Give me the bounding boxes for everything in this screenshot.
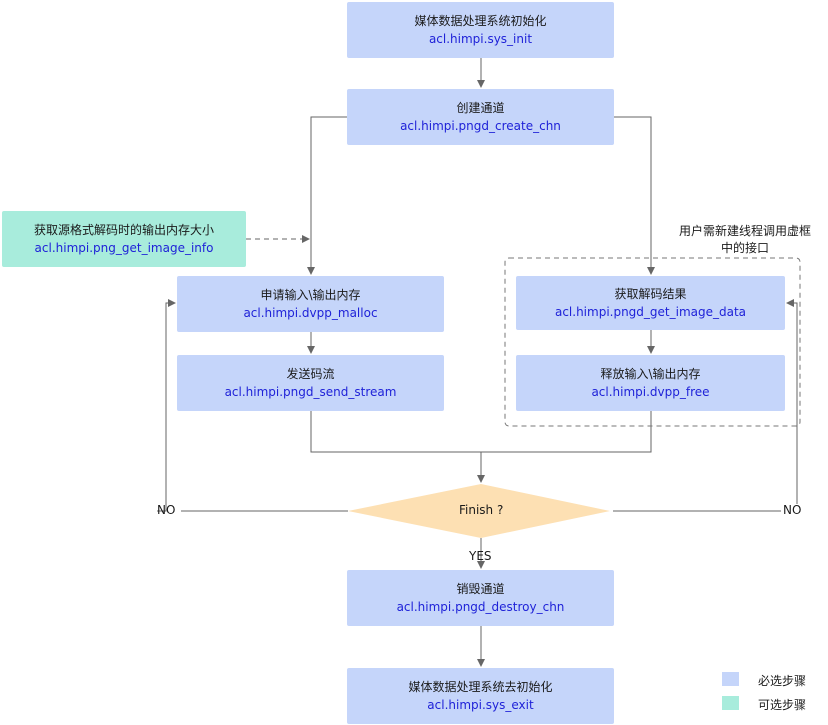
no-label-left: NO: [157, 503, 176, 517]
legend-optional-swatch: [722, 696, 739, 710]
step-api: acl.himpi.sys_init: [428, 32, 533, 46]
step-title: 释放输入\输出内存: [600, 367, 701, 381]
step-api: acl.himpi.pngd_create_chn: [400, 119, 561, 133]
step-free: 释放输入\输出内存 acl.himpi.dvpp_free: [516, 355, 785, 411]
step-api: acl.himpi.dvpp_malloc: [243, 306, 378, 320]
step-title: 获取解码结果: [614, 287, 687, 301]
legend-required-label: 必选步骤: [758, 674, 807, 688]
step-api: acl.himpi.pngd_send_stream: [224, 385, 397, 399]
step-api: acl.himpi.pngd_destroy_chn: [396, 600, 565, 614]
step-title: 媒体数据处理系统去初始化: [408, 680, 553, 694]
no-label-right: NO: [783, 503, 802, 517]
step-title: 申请输入\输出内存: [260, 288, 361, 302]
thread-note-line1: 用户需新建线程调用虚框: [678, 224, 811, 238]
step-api: acl.himpi.pngd_get_image_data: [554, 305, 747, 319]
step-title: 销毁通道: [456, 582, 505, 596]
step-get-image-data: 获取解码结果 acl.himpi.pngd_get_image_data: [516, 276, 785, 330]
legend-optional-label: 可选步骤: [758, 698, 807, 712]
step-title: 媒体数据处理系统初始化: [414, 14, 547, 28]
step-title: 发送码流: [286, 367, 335, 381]
yes-label: YES: [469, 549, 492, 563]
step-sys-exit: 媒体数据处理系统去初始化 acl.himpi.sys_exit: [347, 668, 614, 724]
decision-diamond: [348, 484, 610, 538]
step-api: acl.himpi.sys_exit: [427, 698, 534, 712]
thread-note: 用户需新建线程调用虚框 中的接口: [665, 223, 825, 257]
step-sys-init: 媒体数据处理系统初始化 acl.himpi.sys_init: [347, 2, 614, 58]
step-send-stream: 发送码流 acl.himpi.pngd_send_stream: [177, 355, 444, 411]
step-api: acl.himpi.dvpp_free: [591, 385, 710, 399]
step-create-chn: 创建通道 acl.himpi.pngd_create_chn: [347, 89, 614, 145]
thread-note-line2: 中的接口: [720, 241, 769, 255]
step-get-image-info: 获取源格式解码时的输出内存大小 acl.himpi.png_get_image_…: [2, 211, 246, 267]
step-destroy-chn: 销毁通道 acl.himpi.pngd_destroy_chn: [347, 570, 614, 626]
step-title: 获取源格式解码时的输出内存大小: [33, 223, 214, 237]
decision-label: Finish ?: [459, 503, 504, 517]
legend-required-swatch: [722, 672, 739, 686]
step-malloc: 申请输入\输出内存 acl.himpi.dvpp_malloc: [177, 276, 444, 332]
step-title: 创建通道: [456, 101, 505, 115]
step-api: acl.himpi.png_get_image_info: [34, 241, 214, 255]
